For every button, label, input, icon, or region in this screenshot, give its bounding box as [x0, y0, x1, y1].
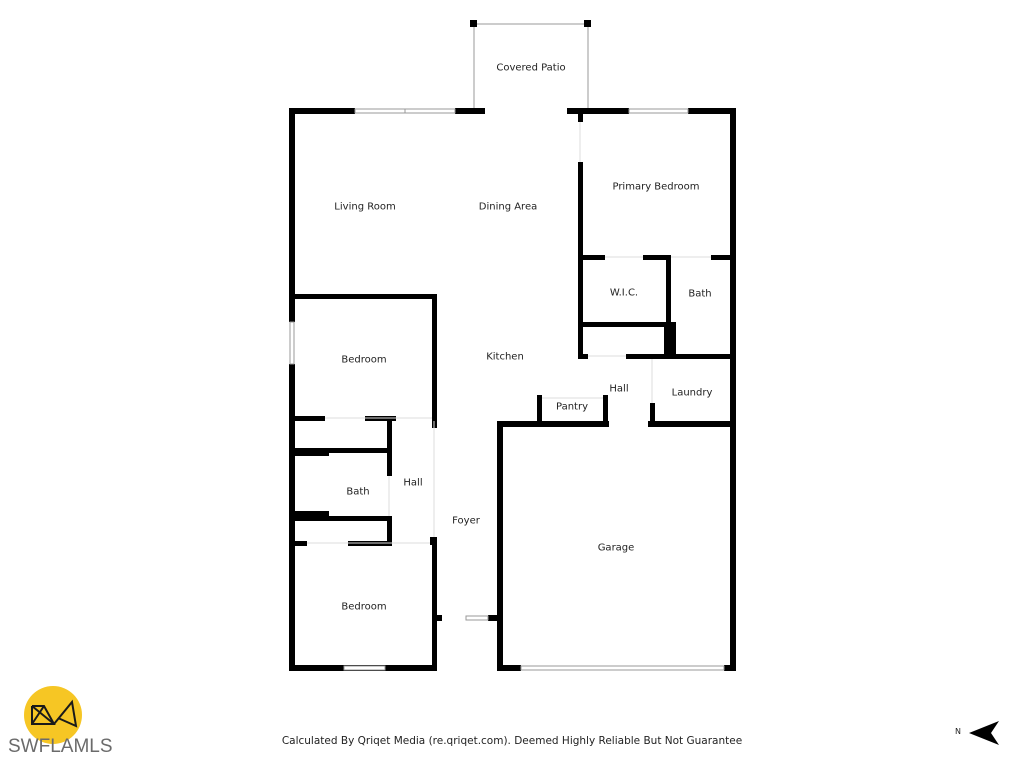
- room-label-hall-east: Hall: [609, 383, 629, 395]
- room-label-primary-bedroom: Primary Bedroom: [612, 181, 700, 193]
- room-label-garage: Garage: [597, 542, 635, 554]
- swflamls-logo: SWFLAMLS: [8, 686, 128, 757]
- room-label-hall-west: Hall: [403, 477, 423, 489]
- room-label-pantry: Pantry: [556, 401, 588, 413]
- room-label-kitchen: Kitchen: [486, 351, 524, 363]
- compass-label: N: [955, 727, 961, 736]
- room-label-dining-area: Dining Area: [478, 201, 538, 213]
- north-arrow-icon: [969, 721, 999, 745]
- room-label-primary-bath: Bath: [688, 288, 712, 300]
- compass: N: [955, 720, 1005, 746]
- room-label-wic: W.I.C.: [609, 287, 639, 299]
- room-label-laundry: Laundry: [671, 387, 713, 399]
- logo-circle: [24, 686, 82, 744]
- room-label-bath-2: Bath: [346, 486, 370, 498]
- room-label-bedroom-1: Bedroom: [341, 354, 387, 366]
- door-openings: [307, 122, 711, 544]
- logo-text: SWFLAMLS: [8, 736, 113, 757]
- disclaimer-text: Calculated By Qriqet Media (re.qriqet.co…: [281, 735, 743, 747]
- room-label-bedroom-2: Bedroom: [341, 601, 387, 613]
- room-label-foyer: Foyer: [452, 515, 480, 527]
- windows: [289, 108, 725, 671]
- room-label-covered-patio: Covered Patio: [496, 62, 566, 74]
- covered-patio-outline: [470, 20, 591, 108]
- room-label-living-room: Living Room: [334, 201, 396, 213]
- logo-mark-icon: [31, 699, 78, 728]
